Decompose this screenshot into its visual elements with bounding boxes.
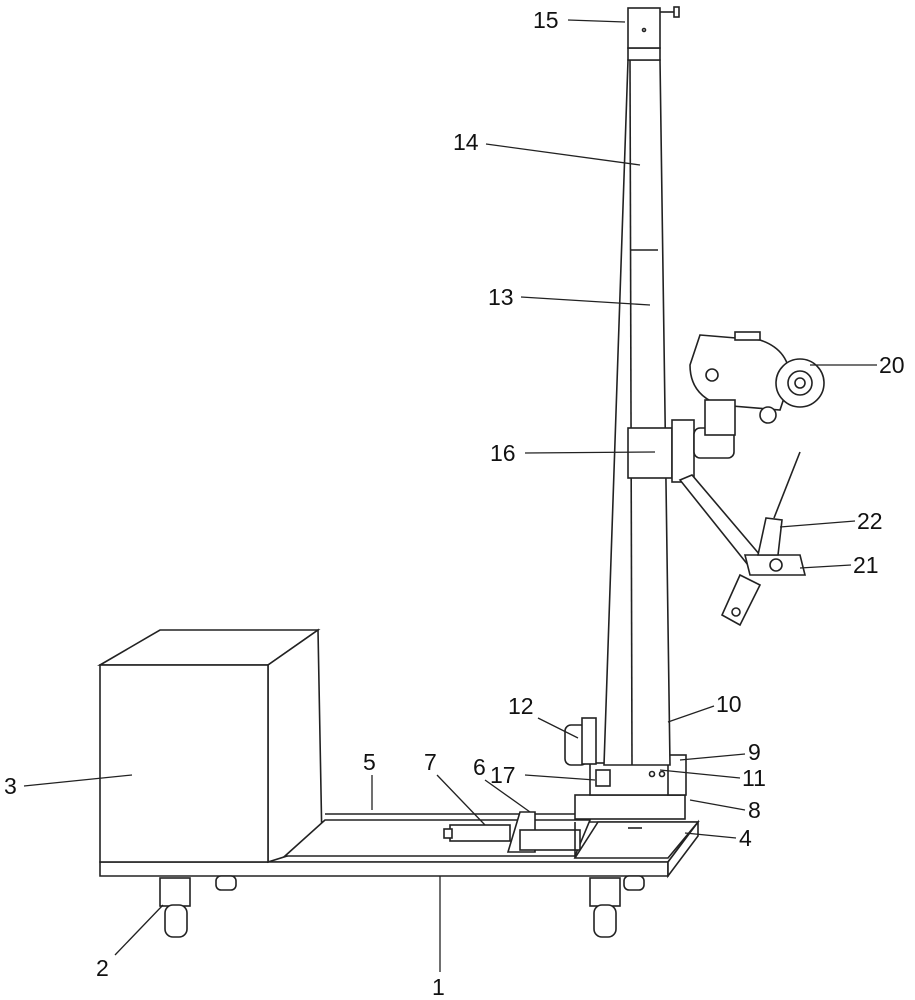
- label-10: 10: [716, 691, 742, 717]
- label-4: 4: [739, 825, 752, 851]
- label-2: 2: [96, 955, 109, 981]
- tool-arm: [680, 452, 805, 625]
- lift-motor: [565, 718, 596, 765]
- label-11: 11: [742, 765, 766, 791]
- label-9: 9: [748, 739, 761, 765]
- label-21: 21: [853, 552, 879, 578]
- mount-base: [575, 755, 698, 858]
- caster-wheels: [160, 876, 644, 937]
- telescopic-column: [604, 7, 679, 765]
- camera-head: [690, 332, 824, 435]
- label-3: 3: [4, 773, 17, 799]
- storage-box: [100, 630, 322, 862]
- label-16: 16: [490, 440, 516, 466]
- label-5: 5: [363, 749, 376, 775]
- label-1: 1: [432, 974, 445, 1000]
- label-8: 8: [748, 797, 761, 823]
- rail-assembly: [285, 812, 590, 856]
- label-7: 7: [424, 749, 437, 775]
- label-22: 22: [857, 508, 883, 534]
- label-14: 14: [453, 129, 479, 155]
- label-20: 20: [879, 352, 905, 378]
- label-6: 6: [473, 754, 486, 780]
- label-17: 17: [490, 762, 516, 788]
- label-15: 15: [533, 7, 559, 33]
- label-13: 13: [488, 284, 514, 310]
- label-12: 12: [508, 693, 534, 719]
